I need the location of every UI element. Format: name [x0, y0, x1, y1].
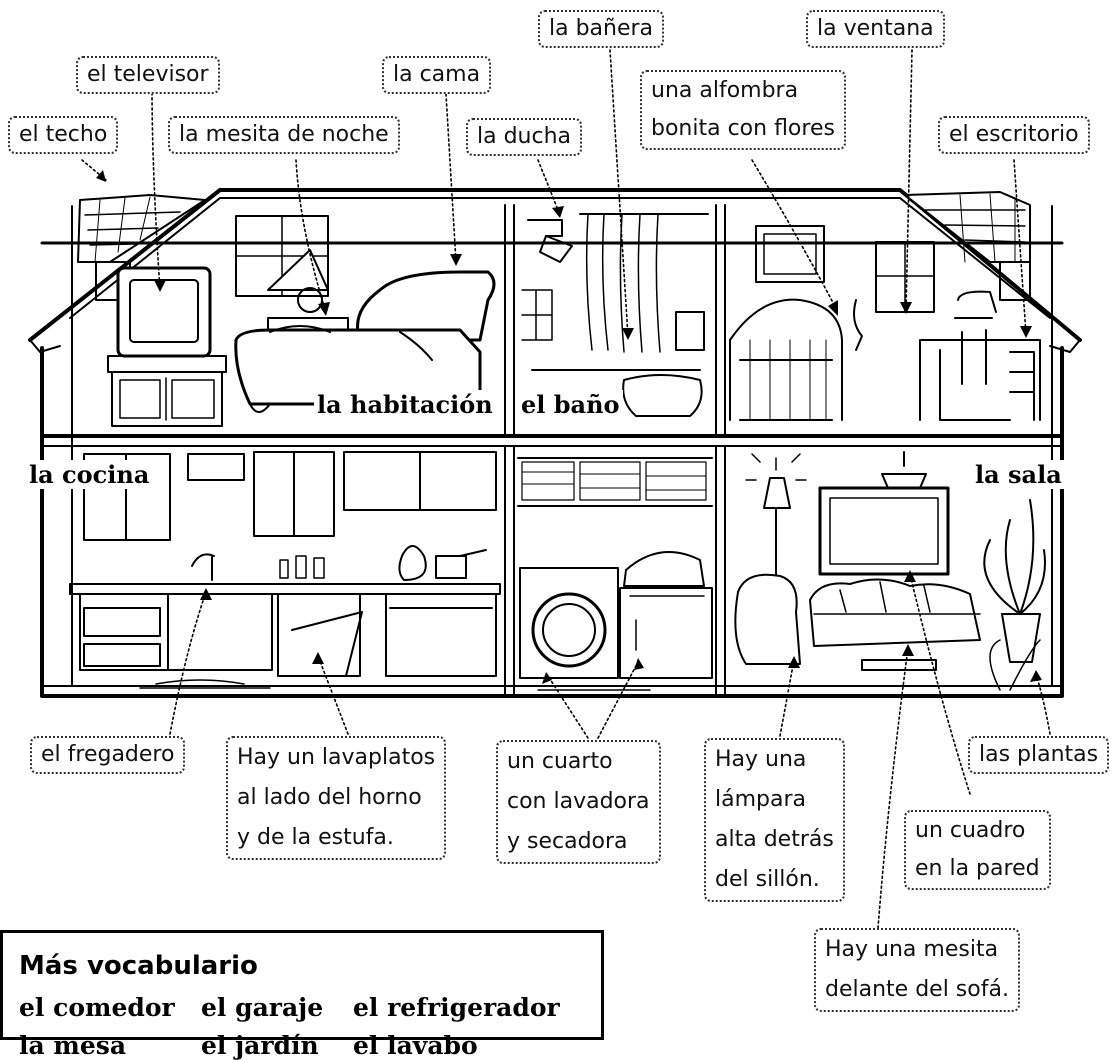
label-alfombra-line1: una alfombra [651, 78, 799, 103]
room-label-cocina: la cocina [26, 460, 153, 489]
label-cuadro-line2: en la pared [915, 856, 1040, 881]
vocab-word: la mesa [19, 1031, 127, 1060]
vocab-word: el refrigerador [353, 993, 560, 1022]
label-alfombra-line2: bonita con flores [651, 116, 835, 141]
label-fregadero: el fregadero [30, 736, 186, 774]
leader-arrowheads [96, 170, 1042, 684]
label-lavaplatos-line1: Hay un lavaplatos [237, 745, 436, 770]
label-mesita-line2: delante del sofá. [825, 977, 1009, 1002]
label-cuarto-line3: y secadora [507, 829, 628, 854]
label-mesita: Hay una mesita delante del sofá. [814, 928, 1020, 1012]
kitchen-sketch [69, 451, 501, 677]
vocabulary-box: Más vocabulario el comedor el garaje el … [0, 930, 604, 1060]
label-lampara-line4: del sillón. [715, 867, 820, 892]
room-label-bano: el baño [518, 390, 623, 419]
label-ducha: la ducha [466, 118, 583, 156]
label-alfombra: una alfombra bonita con flores [640, 70, 846, 150]
living-room-sketch [734, 451, 1046, 691]
bedroom2-sketch [729, 225, 1041, 421]
label-lampara-line1: Hay una [715, 747, 807, 772]
label-televisor: el televisor [76, 56, 220, 94]
bathroom-sketch [521, 213, 709, 417]
vocab-word: el comedor [19, 993, 175, 1022]
laundry-sketch [517, 457, 713, 679]
label-escritorio: el escritorio [938, 116, 1090, 154]
label-lampara-line3: alta detrás [715, 827, 834, 852]
label-cama: la cama [382, 56, 492, 94]
label-cuarto: un cuarto con lavadora y secadora [496, 740, 661, 864]
label-cuadro-line1: un cuadro [915, 818, 1026, 843]
vocab-word: el garaje [201, 993, 324, 1022]
house-vocabulary-diagram: la habitación el baño la cocina la sala … [0, 10, 1110, 1060]
label-lampara-line2: lámpara [715, 787, 806, 812]
label-mesita-line1: Hay una mesita [825, 937, 999, 962]
bed-sketch [234, 270, 496, 413]
label-lavaplatos-line3: y de la estufa. [237, 825, 394, 850]
vocabulary-title: Más vocabulario [19, 951, 258, 981]
tv-sketch [107, 266, 227, 427]
label-cuadro: un cuadro en la pared [904, 810, 1051, 890]
vocab-word: el lavabo [353, 1031, 478, 1060]
vocab-word: el jardín [201, 1031, 319, 1060]
label-cuarto-line2: con lavadora [507, 789, 650, 814]
label-plantas: las plantas [968, 736, 1110, 774]
label-lavaplatos: Hay un lavaplatos al lado del horno y de… [226, 736, 447, 860]
bedroom-window-sketch [235, 215, 349, 333]
label-ventana: la ventana [806, 10, 945, 48]
label-techo: el techo [8, 116, 119, 154]
room-label-sala: la sala [972, 460, 1065, 489]
leader-lines [81, 49, 1051, 929]
house-illustration [28, 49, 1082, 929]
label-banera: la bañera [538, 10, 665, 48]
label-lavaplatos-line2: al lado del horno [237, 785, 422, 810]
room-label-habitacion: la habitación [314, 390, 496, 419]
label-mesita-noche: la mesita de noche [168, 116, 400, 154]
label-lampara: Hay una lámpara alta detrás del sillón. [704, 738, 845, 902]
label-cuarto-line1: un cuarto [507, 749, 613, 774]
